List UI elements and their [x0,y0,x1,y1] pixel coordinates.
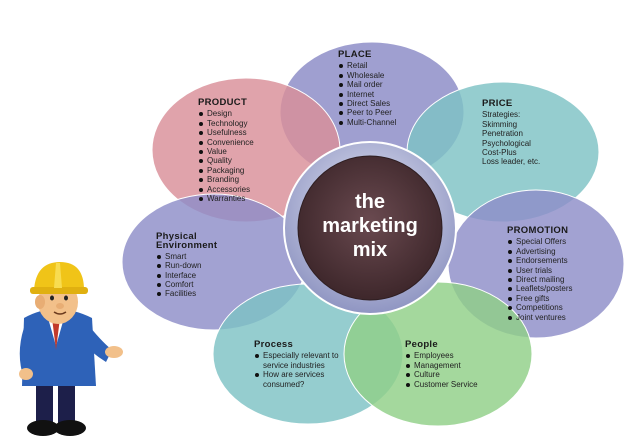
list-item: Run-down [156,261,217,270]
list-item: Usefulness [198,128,254,137]
list-item: Cost-Plus [482,148,517,158]
place-text: PLACE Retail Wholesale Mail order Intern… [338,50,396,127]
list-item: Culture [405,370,478,379]
list-item: Direct mailing [507,275,572,284]
center-circle [297,155,443,301]
list-item: Convenience [198,138,254,147]
process-title: Process [254,339,294,350]
list-item: Employees [405,351,478,360]
worker-figure-illustration [19,262,123,436]
center-line-2: marketing [322,215,418,237]
list-item: Branding [198,175,254,184]
promotion-list: Special Offers Advertising Endorsements … [507,237,572,322]
physical-environment-title: Physical Environment [156,232,217,251]
list-item: Joint ventures [507,313,572,322]
list-item: Retail [338,61,396,70]
list-item: Comfort [156,280,217,289]
list-item: Multi-Channel [338,118,396,127]
list-item: Direct Sales [338,99,396,108]
price-title: PRICE [482,98,513,109]
list-item: Internet [338,90,396,99]
center-title: the marketing mix [302,190,438,262]
promotion-text: PROMOTION Special Offers Advertising End… [507,226,572,322]
list-item: Leaflets/posters [507,284,572,293]
product-text: PRODUCT Design Technology Usefulness Con… [198,97,254,204]
list-item: Loss leader, etc. [482,157,541,167]
list-item: Warranties [198,194,254,203]
list-item: Design [198,109,254,118]
list-item: Facilities [156,289,217,298]
people-list: Employees Management Culture Customer Se… [405,351,478,389]
product-list: Design Technology Usefulness Convenience… [198,109,254,203]
price-list: Strategies: Skimming Penetration Psychol… [482,110,540,166]
list-item: How are services consumed? [254,370,362,389]
list-item: Customer Service [405,380,478,389]
physical-environment-text: Physical Environment Smart Run-down Inte… [156,232,217,299]
people-title: People [405,339,438,350]
list-item: Strategies: [482,110,521,120]
list-item: Value [198,147,254,156]
list-item: Wholesale [338,71,396,80]
product-title: PRODUCT [198,97,248,108]
list-item: Endorsements [507,256,572,265]
list-item: Mail order [338,80,396,89]
list-item: Interface [156,271,217,280]
list-item: Advertising [507,247,572,256]
list-item: Psychological [482,138,531,148]
physical-title-line2: Environment [156,240,218,252]
list-item: Smart [156,252,217,261]
people-text: People Employees Management Culture Cust… [405,340,478,389]
promotion-title: PROMOTION [507,225,569,236]
list-item: Accessories [198,185,254,194]
list-item: Penetration [482,129,523,139]
place-list: Retail Wholesale Mail order Internet Dir… [338,61,396,127]
price-text: PRICE Strategies: Skimming Penetration P… [482,99,540,167]
center-line-1: the [355,191,385,213]
physical-environment-list: Smart Run-down Interface Comfort Facilit… [156,252,217,299]
process-list: Especially relevant to service industrie… [254,351,362,389]
list-item: Technology [198,119,254,128]
center-line-3: mix [352,239,388,261]
list-item: User trials [507,266,572,275]
list-item: Quality [198,156,254,165]
list-item: Peer to Peer [338,108,396,117]
list-item: Competitions [507,303,572,312]
physical-title-line1: Physical [156,231,197,242]
list-item: Special Offers [507,237,572,246]
process-text: Process Especially relevant to service i… [254,340,362,389]
list-item: Skimming [482,119,518,129]
list-item: Packaging [198,166,254,175]
place-title: PLACE [338,49,372,60]
list-item: Especially relevant to service industrie… [254,351,362,370]
list-item: Management [405,361,478,370]
list-item: Free gifts [507,294,572,303]
